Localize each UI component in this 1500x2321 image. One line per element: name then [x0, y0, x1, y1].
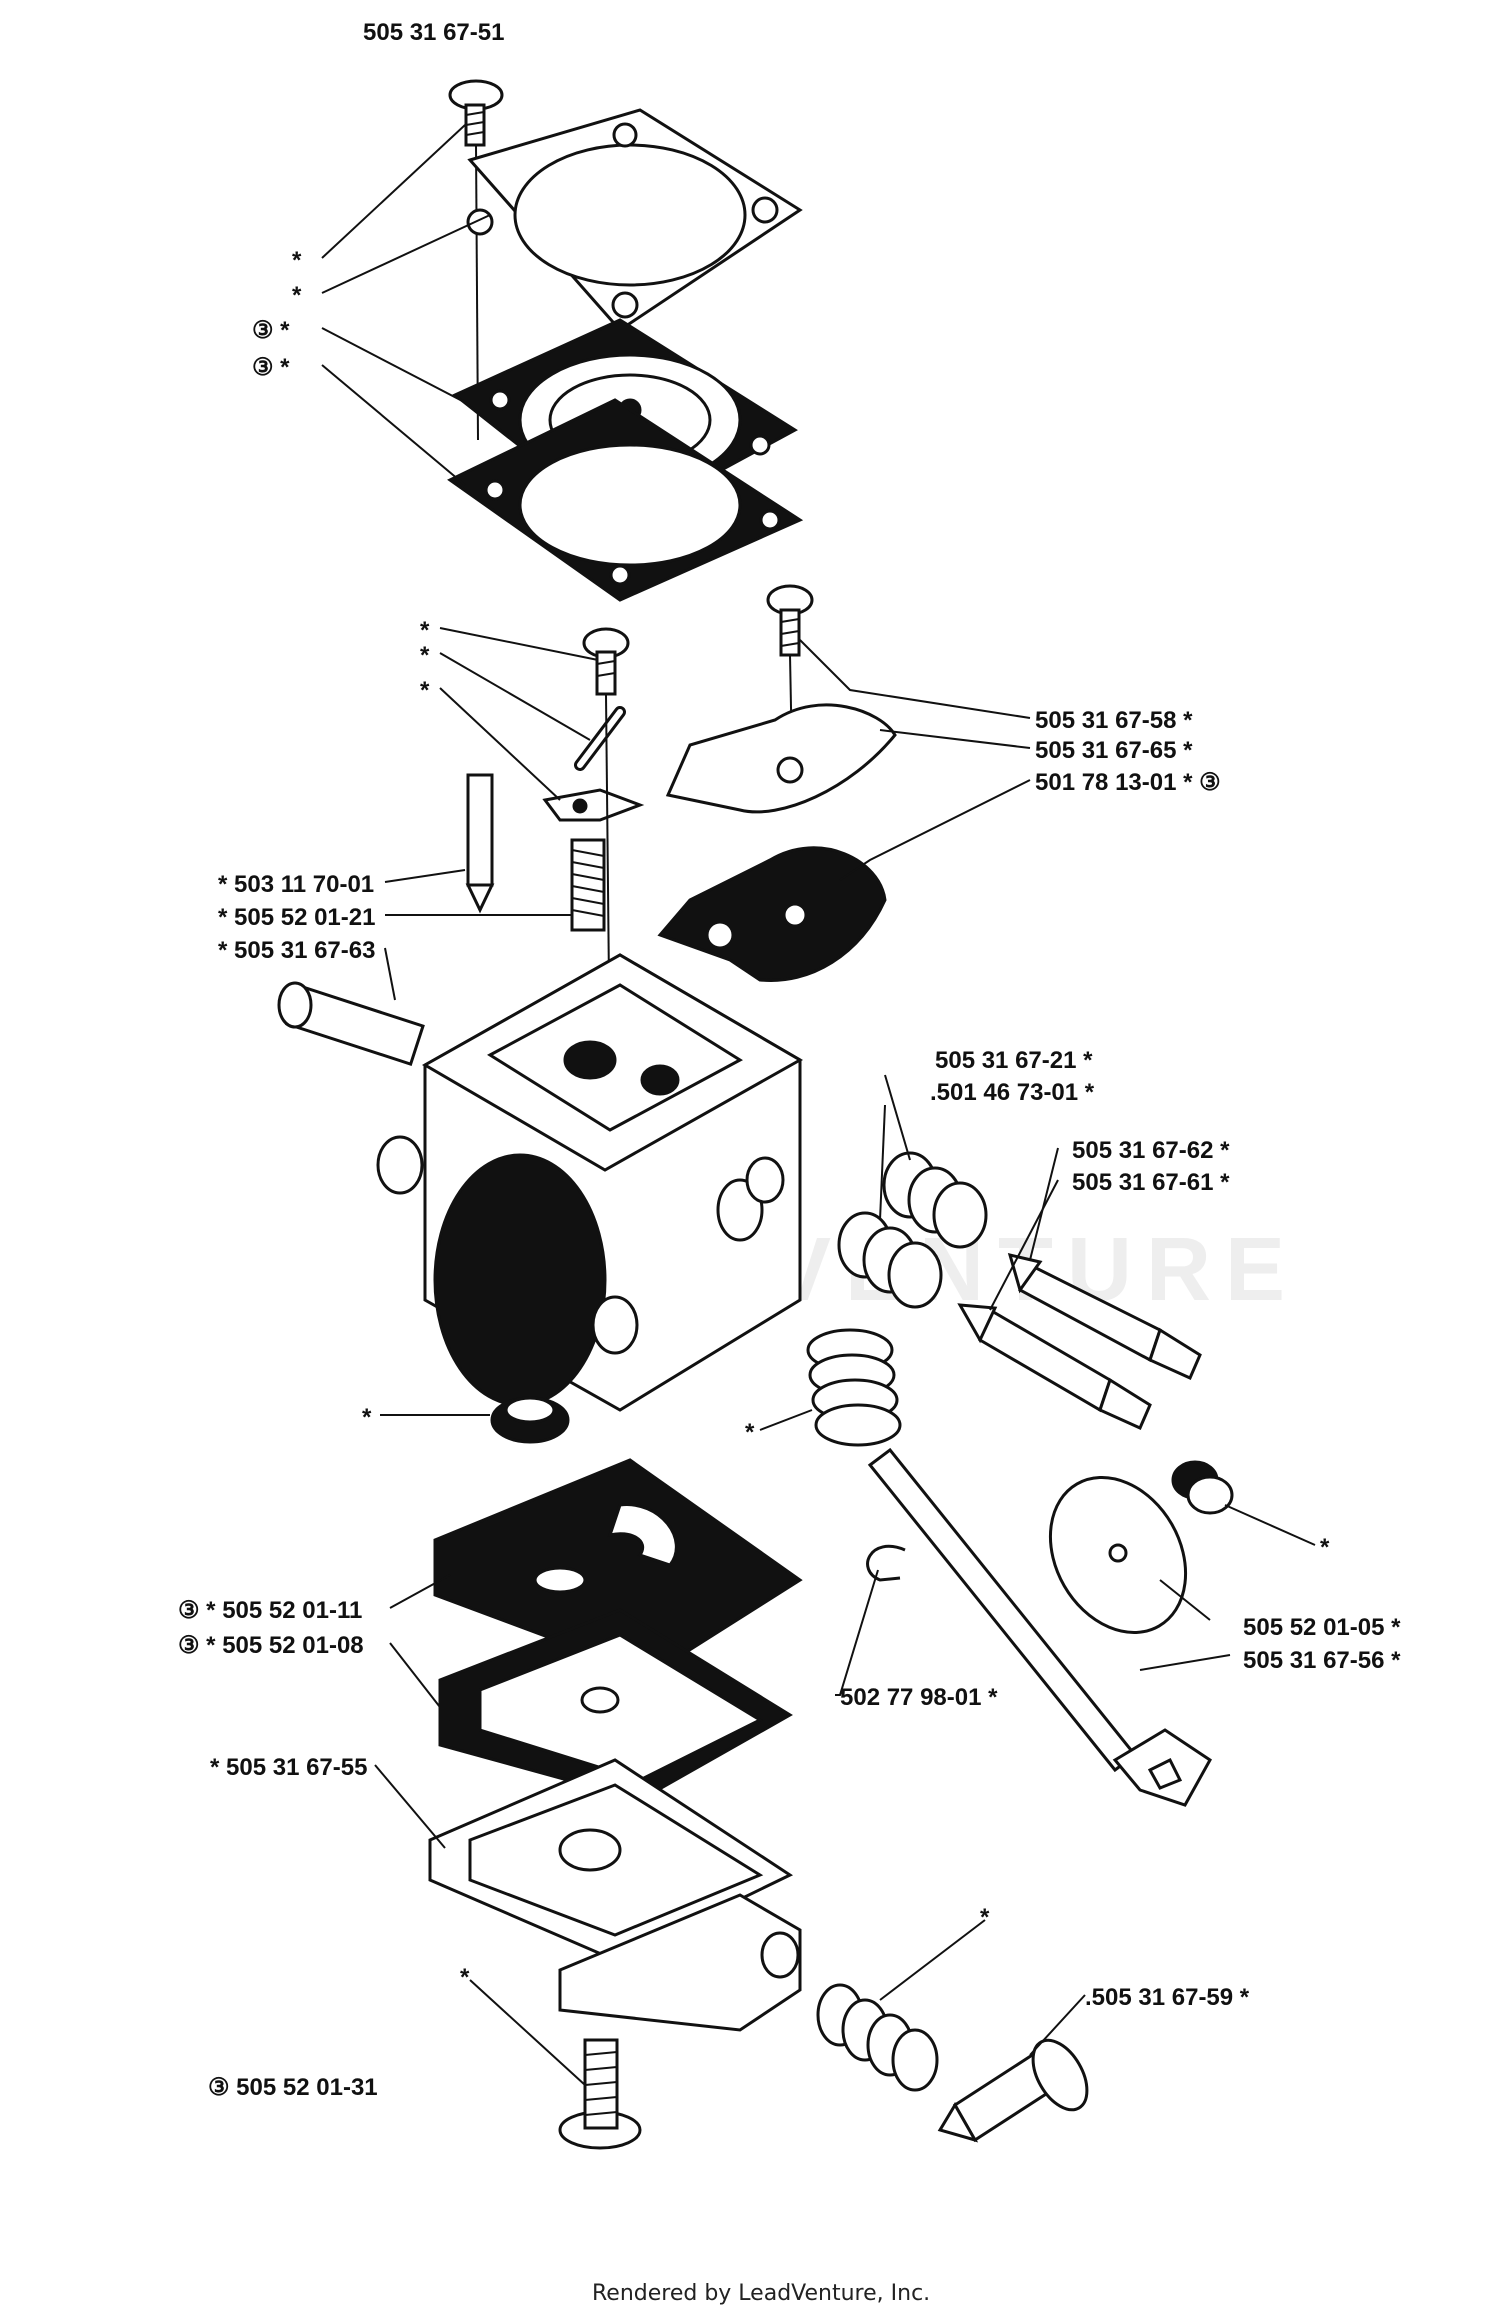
shutter-plate — [665, 703, 897, 814]
idle-spring — [806, 1328, 902, 1447]
callout-star-1: * — [292, 247, 302, 274]
throttle-valve-disc — [1048, 1476, 1188, 1634]
e-clip — [866, 1544, 906, 1582]
top-cover-screw — [448, 79, 504, 147]
low-speed-needle — [957, 1303, 1152, 1430]
callout-505-31-67-63: * 505 31 67-63 — [218, 937, 375, 964]
callout-star-5: * — [420, 677, 430, 704]
carburetor-body — [376, 953, 804, 1412]
callout-505-52-01-08: ③ * 505 52 01-08 — [178, 1632, 364, 1659]
callout-505-31-67-59: .505 31 67-59 * — [1085, 1984, 1250, 2011]
callout-501-46-73-01: .501 46 73-01 * — [930, 1079, 1095, 1106]
inlet-needle — [465, 773, 495, 914]
metering-spring — [570, 838, 606, 932]
shutter-screw — [766, 584, 814, 657]
callout-505-31-67-55: * 505 31 67-55 — [210, 1754, 367, 1781]
callout-star-9: * — [980, 1904, 990, 1931]
idle-speed-screw — [937, 2038, 1089, 2143]
callout-502-77-98-01: 502 77 98-01 * — [840, 1684, 998, 1711]
callout-star-2: * — [292, 282, 302, 309]
filter-screen — [490, 1396, 570, 1444]
idle-speed-spring — [816, 1983, 939, 2092]
callout-505-31-67-65: 505 31 67-65 * — [1035, 737, 1193, 764]
callout-labels: 505 31 67-51 * * ③ * ③ * * * * 505 31 67… — [178, 19, 1401, 2101]
pump-cover — [466, 108, 803, 332]
callout-505-31-67-56: 505 31 67-56 * — [1243, 1647, 1401, 1674]
cover-screw — [558, 2038, 642, 2150]
callout-star-7: * — [745, 1419, 755, 1446]
lever-screw — [582, 627, 630, 696]
fuel-inlet-nipple — [277, 981, 425, 1066]
metering-gasket — [438, 1608, 793, 1802]
pump-gasket — [447, 398, 804, 602]
metering-lever — [542, 788, 645, 822]
callout-505-31-67-21: 505 31 67-21 * — [935, 1047, 1093, 1074]
throttle-valve-screw — [1171, 1460, 1234, 1515]
metering-cover — [428, 1758, 802, 2032]
shutter-gasket — [657, 846, 887, 983]
needle-spring-lower — [837, 1211, 943, 1309]
needle-spring-upper — [882, 1151, 988, 1249]
callout-505-31-67-62: 505 31 67-62 * — [1072, 1137, 1230, 1164]
callout-503-11-70-01: * 503 11 70-01 — [218, 871, 374, 898]
callout-star-4: * — [420, 642, 430, 669]
callout-kit3-star-1: ③ * — [252, 317, 290, 344]
callout-star-10: * — [460, 1964, 470, 1991]
callout-505-31-67-51: 505 31 67-51 — [363, 19, 504, 46]
high-speed-needle — [1007, 1252, 1202, 1380]
callout-505-52-01-11: ③ * 505 52 01-11 — [178, 1597, 362, 1624]
metering-diaphragm — [433, 1458, 803, 1677]
callout-505-31-67-58: 505 31 67-58 * — [1035, 707, 1193, 734]
callout-505-52-01-21: * 505 52 01-21 — [218, 904, 375, 931]
callout-505-52-01-05: 505 52 01-05 * — [1243, 1614, 1401, 1641]
leader-lines — [321, 124, 1316, 2086]
callout-505-52-01-31: ③ 505 52 01-31 — [208, 2074, 378, 2101]
callout-501-78-13-01: 501 78 13-01 * ③ — [1035, 769, 1221, 796]
callout-star-6: * — [362, 1404, 372, 1431]
footer-credit: Rendered by LeadVenture, Inc. — [592, 2281, 930, 2306]
callout-kit3-star-2: ③ * — [252, 354, 290, 381]
callout-505-31-67-61: 505 31 67-61 * — [1072, 1169, 1230, 1196]
callout-star-3: * — [420, 617, 430, 644]
lever-pin — [574, 706, 626, 771]
throttle-shaft — [867, 1447, 1212, 1807]
callout-star-8: * — [1320, 1534, 1330, 1561]
